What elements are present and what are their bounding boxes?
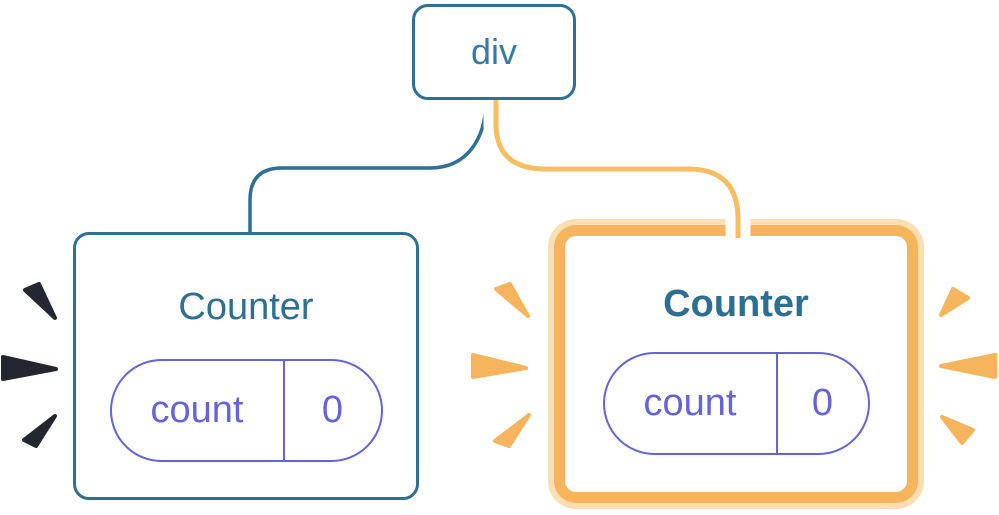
spark-icon	[22, 414, 57, 448]
right-counter-title: Counter	[663, 283, 809, 325]
right-counter-sparks-inner	[471, 282, 531, 448]
right-state-pill: count 0	[602, 352, 870, 455]
spark-icon	[939, 353, 997, 379]
left-counter-sparks	[1, 282, 58, 448]
spark-icon	[493, 413, 531, 448]
state-key: count	[605, 354, 778, 453]
state-key: count	[112, 361, 285, 460]
edge-to-left-counter	[248, 99, 488, 238]
right-counter-card: Counter count 0	[554, 225, 918, 503]
left-counter-card: Counter count 0	[73, 232, 419, 500]
node-div: div	[412, 4, 576, 100]
edge-to-right-counter	[493, 100, 741, 238]
spark-icon	[939, 287, 970, 317]
spark-icon	[494, 282, 530, 318]
state-value: 0	[811, 382, 834, 424]
state-value: 0	[321, 389, 344, 431]
right-counter-sparks-outer	[939, 287, 997, 445]
left-state-pill: count 0	[109, 359, 383, 462]
spark-icon	[940, 415, 975, 445]
node-div-label: div	[470, 31, 518, 72]
spark-icon	[23, 282, 57, 320]
spark-icon	[1, 355, 58, 381]
spark-icon	[471, 353, 528, 379]
left-counter-title: Counter	[178, 286, 314, 328]
